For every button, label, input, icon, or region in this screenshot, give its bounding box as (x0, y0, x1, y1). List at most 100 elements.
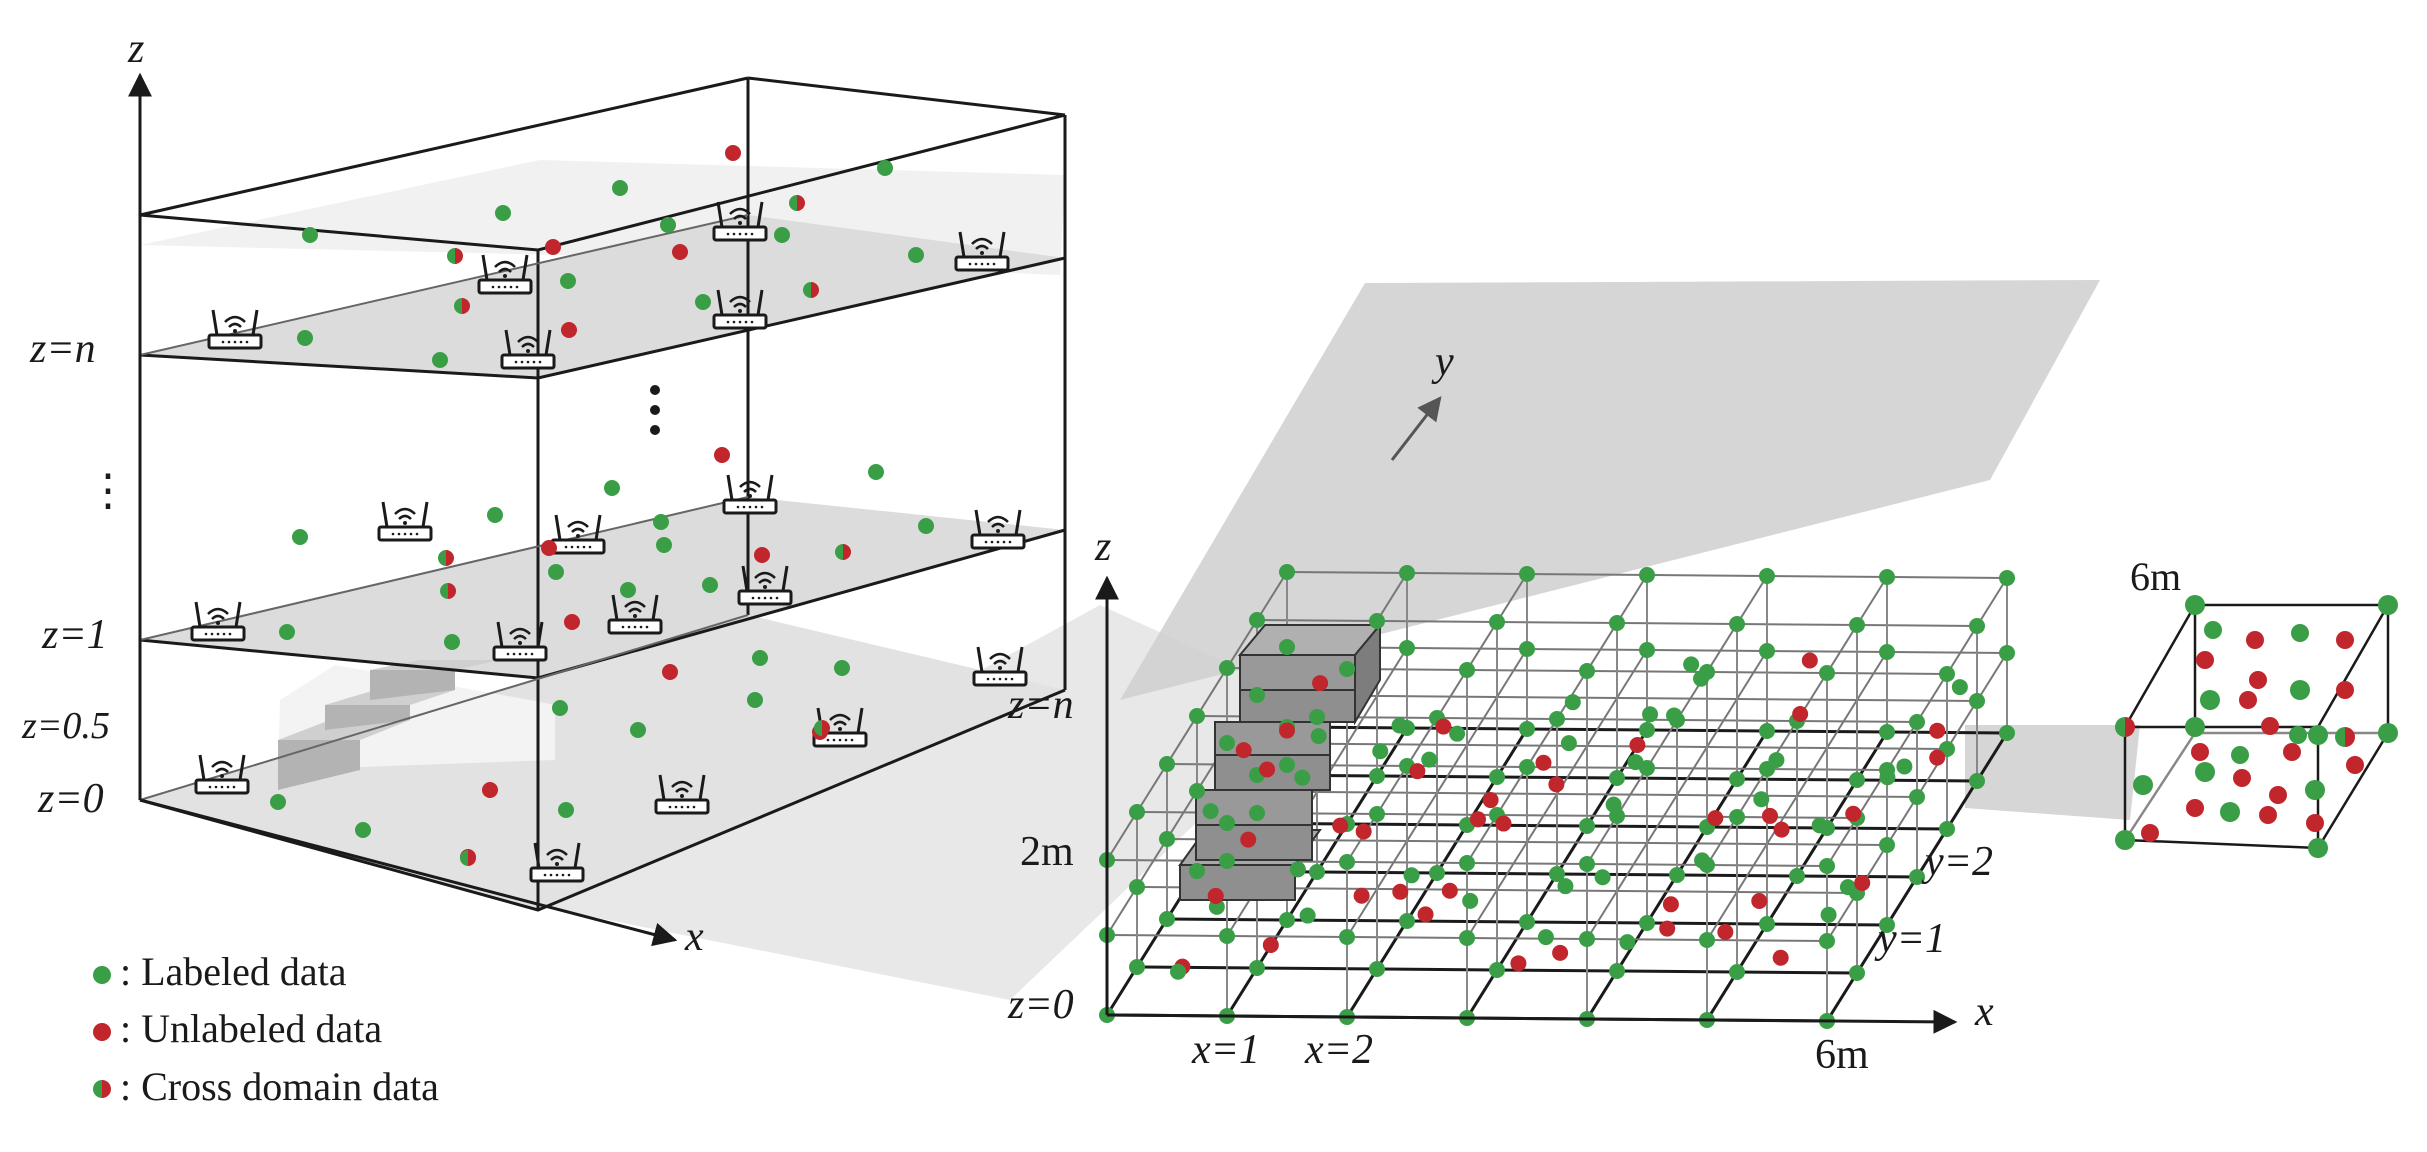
grid-node (1429, 865, 1445, 881)
grid-node (1399, 640, 1415, 656)
left-vertical-ellipsis: ⋮ (86, 466, 130, 515)
grid-node (1819, 933, 1835, 949)
grid-node (1489, 614, 1505, 630)
grid-node (1759, 568, 1775, 584)
projection-shadow (548, 605, 1320, 1000)
sample-point (1666, 707, 1683, 724)
middle-ellipsis (650, 385, 660, 435)
x-label-1: x=1 (1191, 1027, 1260, 1073)
sample-point (1693, 670, 1710, 687)
sample-point (1421, 751, 1438, 768)
sample-point (1929, 749, 1946, 766)
grid-node (1909, 869, 1925, 885)
grid-node (1219, 815, 1235, 831)
grid-node (1699, 932, 1715, 948)
floor-plane-1 (140, 497, 1065, 678)
sample-point (1289, 861, 1306, 878)
sample-point (1768, 752, 1785, 769)
y-label-1: y=1 (1874, 916, 1946, 962)
sample-point (1417, 906, 1434, 923)
sample-point (1560, 735, 1577, 752)
sample-point (1391, 717, 1408, 734)
grid-node (1519, 566, 1535, 582)
legend-item-labeled: : Labeled data (93, 949, 347, 994)
sample-point (1839, 879, 1856, 896)
legend-item-cross: : Cross domain data (93, 1064, 439, 1109)
grid-node (1309, 864, 1325, 880)
grid-node (1369, 768, 1385, 784)
right-y-axis-label: y (1431, 339, 1454, 385)
grid-node (1849, 617, 1865, 633)
grid-node (1309, 709, 1325, 725)
grid-node (1999, 725, 2015, 741)
legend-label-labeled: : Labeled data (120, 949, 347, 994)
sample-point (1662, 896, 1679, 913)
sample-point (1761, 807, 1778, 824)
sample-point (1820, 906, 1837, 923)
staircase-icon (278, 660, 555, 790)
upper-floor-plane (1120, 280, 2100, 700)
legend-label-unlabeled: : Unlabeled data (120, 1006, 382, 1051)
grid-node (1399, 565, 1415, 581)
grid-node (1519, 914, 1535, 930)
sample-point (1694, 852, 1711, 869)
right-x-axis (1106, 1009, 1958, 1034)
sample-point (1773, 821, 1790, 838)
grid-node (1999, 645, 2015, 661)
grid-node (1249, 960, 1265, 976)
grid-node (1189, 708, 1205, 724)
sample-point (1170, 963, 1187, 980)
grid-node (1999, 570, 2015, 586)
sample-point (1845, 805, 1862, 822)
grid-node (1789, 868, 1805, 884)
sample-point (1564, 694, 1581, 711)
sample-point (1279, 722, 1296, 739)
grid-node (1219, 660, 1235, 676)
sample-point (1707, 810, 1724, 827)
sample-point (1629, 736, 1646, 753)
grid-node (1819, 665, 1835, 681)
grid-node (1129, 804, 1145, 820)
grid-node (1729, 809, 1745, 825)
floor-plane-0 (140, 615, 1065, 910)
sample-point (1449, 725, 1466, 742)
sample-point (1717, 923, 1734, 940)
sample-point (1240, 831, 1257, 848)
length-label: 6m (1815, 1032, 1869, 1078)
grid-node (1489, 962, 1505, 978)
sample-point (1259, 761, 1276, 778)
grid-node (1519, 759, 1535, 775)
grid-node (1639, 722, 1655, 738)
grid-node (1549, 866, 1565, 882)
sample-point (1435, 718, 1452, 735)
staircase-icon (1178, 622, 1383, 901)
sample-point (1792, 705, 1809, 722)
sample-point (1392, 883, 1409, 900)
grid-node (1189, 783, 1205, 799)
grid-node (1579, 818, 1595, 834)
sample-point (1510, 955, 1527, 972)
right-z-axis-label: z (1094, 524, 1111, 570)
left-building-diagram: z x z=n ⋮ z=1 z=0.5 z=0 (21, 26, 1320, 1000)
grid-node (1339, 929, 1355, 945)
grid-node (1219, 928, 1235, 944)
inset-connector-shadow (1965, 725, 2140, 820)
sample-point (1403, 867, 1420, 884)
left-floor-label-n: z=n (29, 326, 96, 372)
grid-node (1939, 821, 1955, 837)
left-floor-label-half: z=0.5 (21, 705, 110, 747)
y-label-2: y=2 (1921, 839, 1993, 885)
sample-point (1854, 874, 1871, 891)
sample-point (1495, 815, 1512, 832)
sample-point (1202, 803, 1219, 820)
sample-point (1896, 758, 1913, 775)
sample-point (1409, 763, 1426, 780)
left-x-axis-label: x (684, 914, 704, 960)
sample-point (1470, 811, 1487, 828)
grid-node (1219, 735, 1235, 751)
grid-node (1339, 854, 1355, 870)
grid-node (1279, 912, 1295, 928)
sample-point (1594, 869, 1611, 886)
grid-node (1759, 916, 1775, 932)
